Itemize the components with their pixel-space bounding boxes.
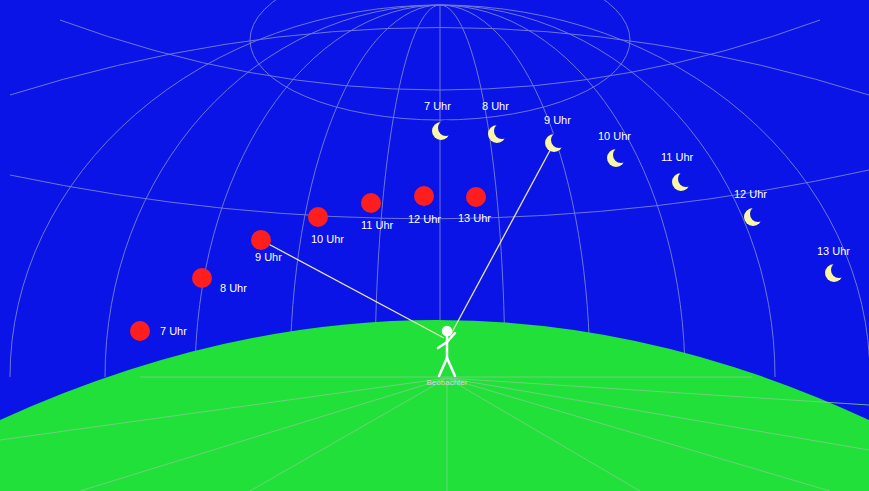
sun-hour-label: 9 Uhr xyxy=(255,251,282,264)
moon-hour-label: 11 Uhr xyxy=(661,151,693,164)
sun-hour-label: 7 Uhr xyxy=(160,325,187,338)
moon-hour-label: 9 Uhr xyxy=(544,114,571,127)
moon-shadow xyxy=(678,171,694,187)
moon-shadow xyxy=(494,123,510,139)
moon-shadow xyxy=(551,132,567,148)
moon-shadow xyxy=(613,147,629,163)
sun-hour-label: 11 Uhr xyxy=(361,219,393,232)
moon-hour-label: 13 Uhr xyxy=(817,245,850,258)
sun-hour-label: 8 Uhr xyxy=(220,282,247,295)
moon-hour-label: 7 Uhr xyxy=(424,100,451,113)
sun-hour-label: 12 Uhr xyxy=(408,213,441,226)
moon-shadow xyxy=(750,206,766,222)
moon-hour-label: 10 Uhr xyxy=(598,130,631,143)
moon-shadow xyxy=(438,120,454,136)
sun-hour-label: 13 Uhr xyxy=(458,212,491,225)
sun-hour-label: 10 Uhr xyxy=(311,233,344,246)
moon-shadow xyxy=(831,262,847,278)
moon-hour-label: 12 Uhr xyxy=(734,188,767,201)
moon-hour-label: 8 Uhr xyxy=(482,100,509,113)
observer-label: Beobachter xyxy=(427,378,468,388)
